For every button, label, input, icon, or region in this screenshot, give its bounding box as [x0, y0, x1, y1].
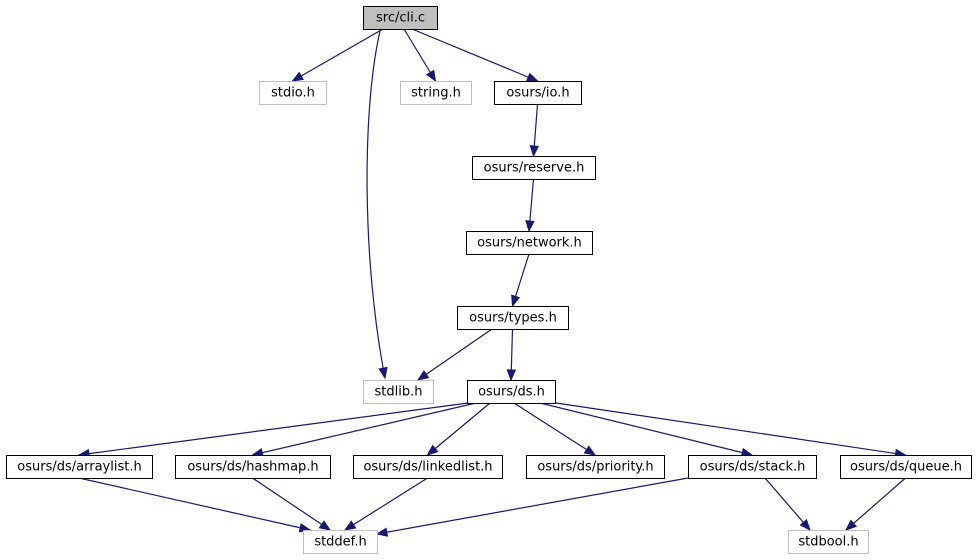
node-string: string.h [400, 81, 472, 105]
arrowhead-cli-to-stdio [291, 71, 304, 82]
nodes-layer: src/cli.c stdio.h string.h osurs/io.h osurs/… [6, 6, 972, 554]
node-box-priority [526, 455, 665, 479]
node-box-queue [840, 455, 972, 479]
edge-types-to-stdlib [417, 328, 493, 381]
edge-cli-to-stdio [292, 28, 384, 82]
node-label-priority: osurs/ds/priority.h [537, 460, 653, 475]
node-box-stddef [303, 530, 378, 554]
arrowhead-types-to-stdlib [416, 370, 430, 381]
edge-stack-to-stdbool [764, 477, 811, 531]
node-box-reserve [472, 156, 596, 180]
node-queue[interactable]: osurs/ds/queue.h [840, 455, 972, 479]
arrowhead-queue-to-stdbool [844, 519, 858, 531]
edge-queue-to-stdbool [845, 477, 906, 531]
node-priority[interactable]: osurs/ds/priority.h [526, 455, 665, 479]
node-box-io [494, 81, 582, 105]
node-box-stdio [259, 81, 327, 105]
arrowhead-stack-to-stdbool [799, 518, 811, 532]
arrowhead-cli-to-io [525, 72, 539, 82]
node-box-cli [363, 6, 438, 30]
node-box-stack [688, 455, 817, 479]
edge-arraylist-to-stddef [78, 477, 311, 531]
edge-ds-to-arraylist [78, 402, 469, 456]
edge-ds-to-hashmap [252, 402, 477, 456]
node-stdlib: stdlib.h [363, 380, 434, 404]
arrowhead-network-to-types [511, 294, 521, 308]
node-label-ds: osurs/ds.h [478, 385, 545, 400]
arrowhead-ds-to-linkedlist [426, 444, 439, 456]
node-io[interactable]: osurs/io.h [494, 81, 582, 105]
edge-ds-to-priority [513, 402, 596, 456]
arrowhead-ds-to-priority [583, 445, 597, 456]
node-label-stdlib: stdlib.h [375, 385, 423, 400]
edge-cli-to-io [411, 28, 538, 82]
node-label-hashmap: osurs/ds/hashmap.h [187, 460, 318, 475]
arrowhead-stack-to-stddef [375, 527, 389, 537]
node-cli[interactable]: src/cli.c [363, 6, 438, 30]
edges-layer [77, 28, 907, 537]
node-label-stack: osurs/ds/stack.h [700, 460, 806, 475]
edge-cli-to-stdlib [366, 30, 386, 379]
node-network[interactable]: osurs/network.h [466, 231, 593, 255]
node-label-network: osurs/network.h [477, 236, 582, 251]
edge-ds-to-linkedlist [427, 402, 491, 456]
node-label-queue: osurs/ds/queue.h [850, 460, 962, 475]
node-label-string: string.h [411, 86, 461, 101]
arrowhead-linkedlist-to-stddef [343, 520, 357, 531]
node-box-types [457, 306, 569, 330]
arrowhead-cli-to-stdlib [378, 366, 388, 380]
node-linkedlist[interactable]: osurs/ds/linkedlist.h [353, 455, 503, 479]
node-stack[interactable]: osurs/ds/stack.h [688, 455, 817, 479]
edge-ds-to-stack [539, 402, 753, 456]
arrowhead-types-to-ds [506, 369, 517, 382]
node-stdbool: stdbool.h [788, 530, 869, 554]
node-types[interactable]: osurs/types.h [457, 306, 569, 330]
node-box-string [400, 81, 472, 105]
arrowhead-hashmap-to-stddef [318, 520, 332, 531]
node-label-reserve: osurs/reserve.h [484, 161, 585, 176]
node-stddef: stddef.h [303, 530, 378, 554]
edge-ds-to-queue [555, 402, 906, 456]
node-ds[interactable]: osurs/ds.h [467, 380, 556, 404]
node-label-arraylist: osurs/ds/arraylist.h [17, 460, 141, 475]
node-label-linkedlist: osurs/ds/linkedlist.h [363, 460, 492, 475]
node-box-ds [467, 380, 556, 404]
node-box-hashmap [175, 455, 331, 479]
arrowhead-reserve-to-network [525, 220, 535, 233]
node-label-stdio: stdio.h [271, 86, 315, 101]
node-box-linkedlist [353, 455, 503, 479]
node-label-cli: src/cli.c [376, 11, 425, 26]
node-box-arraylist [6, 455, 153, 479]
node-hashmap[interactable]: osurs/ds/hashmap.h [175, 455, 331, 479]
node-box-stdbool [788, 530, 869, 554]
node-arraylist[interactable]: osurs/ds/arraylist.h [6, 455, 153, 479]
node-box-stdlib [363, 380, 434, 404]
arrowhead-io-to-reserve [529, 145, 540, 158]
edge-linkedlist-to-stddef [344, 477, 428, 531]
node-stdio: stdio.h [259, 81, 327, 105]
node-label-types: osurs/types.h [469, 311, 557, 326]
node-label-stddef: stddef.h [314, 535, 366, 550]
node-label-io: osurs/io.h [506, 86, 569, 101]
node-label-stdbool: stdbool.h [798, 535, 858, 550]
edge-hashmap-to-stddef [252, 477, 331, 531]
node-box-network [466, 231, 593, 255]
node-reserve[interactable]: osurs/reserve.h [472, 156, 596, 180]
edge-stack-to-stddef [376, 477, 689, 535]
arrowhead-cli-to-string [426, 69, 437, 83]
